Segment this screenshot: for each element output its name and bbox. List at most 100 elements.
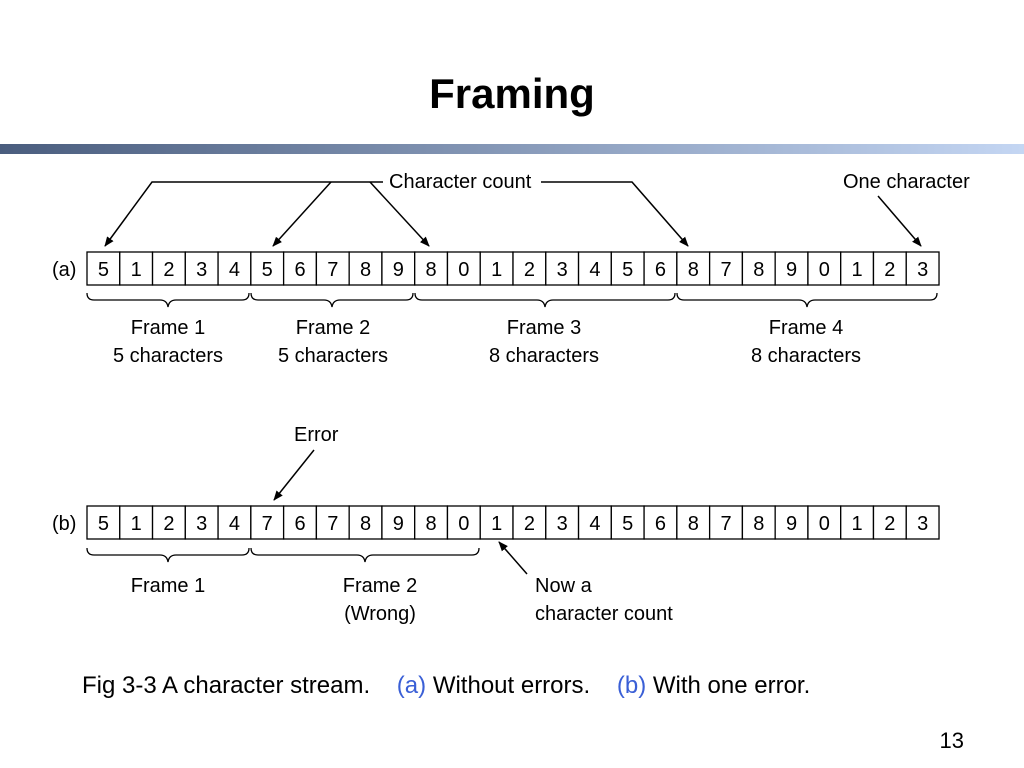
- caption-a-text: Without errors.: [432, 672, 591, 699]
- row-a-cell-box-19: [676, 251, 711, 286]
- row-b-cell-value-1: 5: [98, 513, 109, 535]
- row-b-cell-value-12: 0: [458, 513, 469, 535]
- slide-title: Framing: [429, 70, 595, 117]
- row-b-cell-box-14: [512, 505, 547, 540]
- row-a-cell-value-8: 7: [327, 259, 338, 281]
- row-a-cell-box-3: [151, 251, 186, 286]
- row-a-cell-box-22: [774, 251, 809, 286]
- character-count-label: Character count: [389, 171, 532, 193]
- row-a-cell-box-9: [348, 251, 383, 286]
- row-a-cell-box-12: [446, 251, 481, 286]
- row-b-cell-box-23: [807, 505, 842, 540]
- row-b-cell-box-18: [643, 505, 678, 540]
- row-a-cell-box-18: [643, 251, 678, 286]
- row-b-cell-value-23: 0: [819, 513, 830, 535]
- row-a-cell-box-16: [577, 251, 612, 286]
- row-b-cell-value-10: 9: [393, 513, 404, 535]
- frame-2-name: Frame 2: [296, 317, 370, 339]
- row-a-cell-value-15: 3: [557, 259, 568, 281]
- frame-3-size: 8 characters: [489, 345, 599, 367]
- row-a-cell-box-17: [610, 251, 645, 286]
- row-b-label: (b): [52, 513, 76, 535]
- row-b-cell-value-19: 8: [688, 513, 699, 535]
- row-b-cell-box-1: [86, 505, 121, 540]
- row-b-cell-value-2: 1: [131, 513, 142, 535]
- row-a-cell-value-5: 4: [229, 259, 240, 281]
- row-a-cell-value-25: 2: [884, 259, 895, 281]
- row-b-cell-value-21: 8: [753, 513, 764, 535]
- character-count-arrow-4: [541, 181, 689, 247]
- frame-4-brace: [676, 292, 938, 308]
- row-b-cell-box-10: [381, 505, 416, 540]
- frame-2-wrong-name: Frame 2: [343, 575, 417, 597]
- now-count-arrow: [498, 541, 528, 575]
- row-a-cell-value-24: 1: [852, 259, 863, 281]
- one-character-label: One character: [843, 171, 970, 193]
- row-b-cell-value-26: 3: [917, 513, 928, 535]
- one-character-arrow: [877, 195, 922, 247]
- row-b-cell-box-24: [840, 505, 875, 540]
- character-count-arrow-3: [369, 181, 430, 247]
- row-b-cell-box-21: [741, 505, 776, 540]
- row-b-cell-value-20: 7: [720, 513, 731, 535]
- row-a-cell-value-9: 8: [360, 259, 371, 281]
- frame-4-name: Frame 4: [769, 317, 843, 339]
- page-number: 13: [939, 728, 964, 753]
- row-b-cell-value-7: 6: [294, 513, 305, 535]
- row-b-cell-box-26: [905, 505, 940, 540]
- caption-prefix: Fig 3-3 A character stream.: [82, 672, 371, 699]
- row-a-cell-value-22: 9: [786, 259, 797, 281]
- frame-2-wrong-size: (Wrong): [344, 603, 416, 625]
- character-count-arrow-2: [272, 181, 332, 247]
- row-b-cell-value-9: 8: [360, 513, 371, 535]
- row-a-cell-value-2: 1: [131, 259, 142, 281]
- row-a-cell-value-7: 6: [294, 259, 305, 281]
- row-a-cell-box-26: [905, 251, 940, 286]
- row-b-cell-value-14: 2: [524, 513, 535, 535]
- row-b-cell-value-5: 4: [229, 513, 240, 535]
- caption-b-label: (b): [616, 672, 647, 699]
- frame-1-size: 5 characters: [113, 345, 223, 367]
- row-b-cell-value-24: 1: [852, 513, 863, 535]
- row-b-cell-box-20: [708, 505, 744, 540]
- row-a-cell-box-5: [217, 251, 252, 286]
- row-a-cell-box-6: [250, 251, 285, 286]
- row-b-cell-box-19: [676, 505, 711, 540]
- row-a-cell-value-19: 8: [688, 259, 699, 281]
- row-b-cell-value-15: 3: [557, 513, 568, 535]
- row-b-cell-box-22: [774, 505, 809, 540]
- row-a-cell-box-15: [545, 251, 580, 286]
- row-a-cell-box-20: [708, 251, 744, 286]
- row-a-cell-value-18: 6: [655, 259, 666, 281]
- now-count-label-line2: character count: [535, 603, 673, 625]
- row-a-cell-box-4: [184, 251, 219, 286]
- error-arrow: [273, 449, 315, 501]
- caption-b-text: With one error.: [652, 672, 811, 699]
- row-a-cell-value-20: 7: [720, 259, 731, 281]
- row-a-cell-value-1: 5: [98, 259, 109, 281]
- row-a-cell-value-13: 1: [491, 259, 502, 281]
- now-count-label-line1: Now a: [535, 575, 593, 597]
- row-b-cell-value-6: 7: [262, 513, 273, 535]
- row-b-cell-value-22: 9: [786, 513, 797, 535]
- frame-3-brace: [414, 292, 676, 308]
- caption-a-label: (a): [396, 672, 427, 699]
- row-b-cell-value-18: 6: [655, 513, 666, 535]
- frame-1-name: Frame 1: [131, 317, 205, 339]
- row-a-label: (a): [52, 259, 76, 281]
- row-b-cell-box-15: [545, 505, 580, 540]
- row-b-cell-box-2: [119, 505, 154, 540]
- row-a-cell-value-16: 4: [589, 259, 600, 281]
- row-b-cell-box-11: [414, 505, 449, 540]
- row-a-cell-value-6: 5: [262, 259, 273, 281]
- row-b-cell-value-11: 8: [426, 513, 437, 535]
- error-label: Error: [294, 424, 339, 446]
- title-underline-bar: [0, 144, 1024, 154]
- row-b-cell-box-8: [315, 505, 350, 540]
- row-b-cell-value-3: 2: [163, 513, 174, 535]
- row-a-cell-box-23: [807, 251, 842, 286]
- row-a-cell-box-13: [479, 251, 514, 286]
- row-a-cell-value-14: 2: [524, 259, 535, 281]
